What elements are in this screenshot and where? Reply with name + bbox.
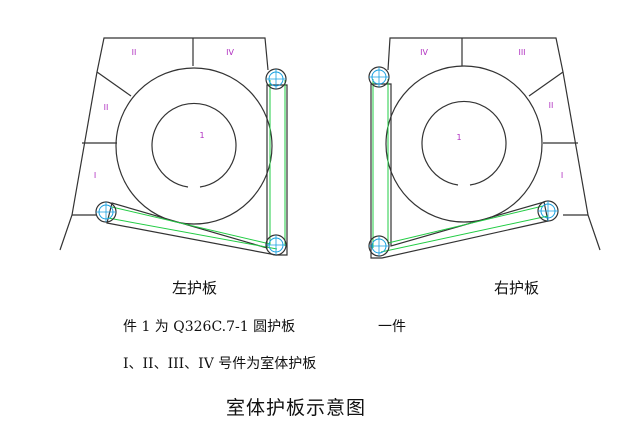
right-housing-outline xyxy=(387,37,601,251)
left-circle-label: 1 xyxy=(199,131,204,140)
right-guard-plate: IV III II I 1 xyxy=(368,37,601,259)
right-pulley-top xyxy=(368,66,390,88)
left-pulley-bottom xyxy=(265,234,287,256)
right-round-guard xyxy=(385,65,543,223)
note-line-2: I、II、III、IV 号件为室体护板 xyxy=(123,356,317,372)
right-plate-caption: 右护板 xyxy=(494,279,540,297)
left-segment-label-2: IV xyxy=(226,48,234,57)
left-plate-caption: 左护板 xyxy=(172,279,218,297)
left-round-guard xyxy=(115,67,273,225)
right-segment-label-1: IV xyxy=(420,48,428,57)
right-circle-label: 1 xyxy=(456,133,461,142)
left-lower-plate xyxy=(106,80,288,256)
left-segment-label-1: II xyxy=(132,48,137,57)
right-pulley-inner xyxy=(537,200,559,222)
right-segment-label-2: III xyxy=(518,48,525,57)
note-line-1-quantity: 一件 xyxy=(378,319,406,335)
left-pulley-inner xyxy=(95,201,117,223)
note-line-1: 件 1 为 Q326C.7-1 圆护板 xyxy=(123,319,296,335)
right-segment-label-4: I xyxy=(561,171,563,180)
right-pulley-bottom xyxy=(368,235,390,257)
left-guard-plate: II IV II I 1 xyxy=(59,37,288,256)
right-segment-label-3: II xyxy=(549,101,554,110)
diagram-title: 室体护板示意图 xyxy=(226,397,367,419)
left-segment-label-3: II xyxy=(104,103,109,112)
right-lower-plate xyxy=(370,79,549,259)
left-pulley-top xyxy=(265,68,287,90)
left-segment-label-4: I xyxy=(94,171,96,180)
left-housing-outline xyxy=(59,37,269,251)
